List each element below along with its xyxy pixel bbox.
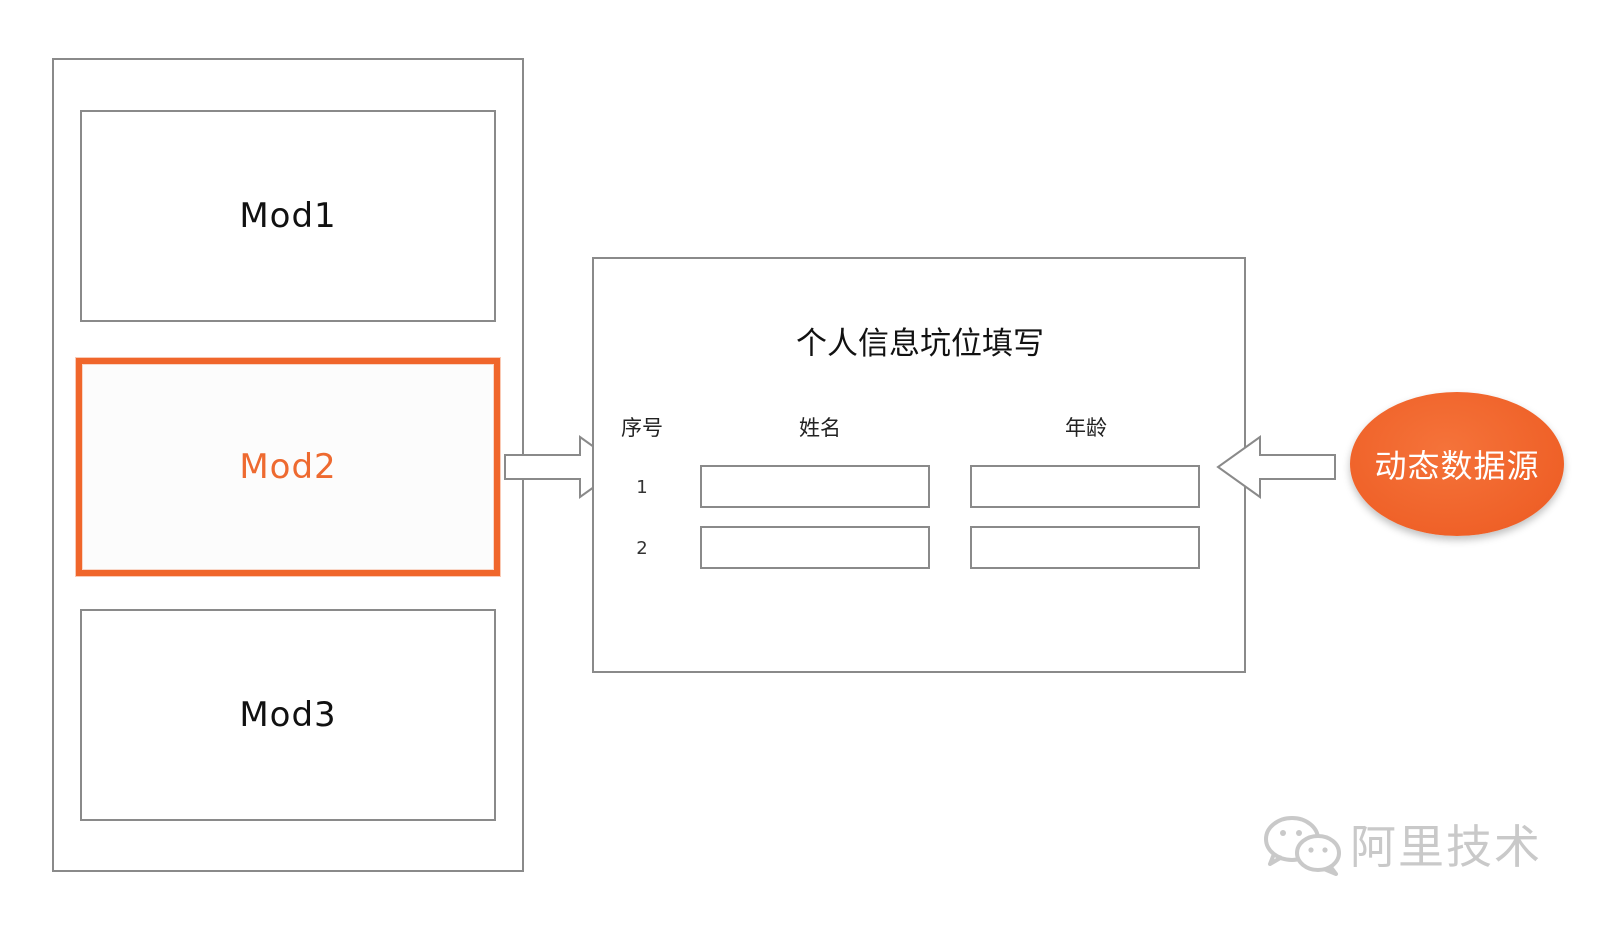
watermark-text: 阿里技术 bbox=[1350, 820, 1542, 874]
module-label-3: Mod3 bbox=[239, 695, 337, 735]
row-1-name-field[interactable] bbox=[700, 465, 930, 508]
watermark: 阿里技术 bbox=[1262, 812, 1542, 876]
column-header-index: 序号 bbox=[621, 416, 663, 440]
module-box-2-highlighted: Mod2 bbox=[76, 358, 500, 576]
row-index-2: 2 bbox=[636, 538, 648, 559]
form-title: 个人信息坑位填写 bbox=[796, 326, 1044, 362]
data-source-node: 动态数据源 bbox=[1350, 392, 1564, 536]
column-header-name: 姓名 bbox=[799, 416, 841, 440]
column-header-age: 年龄 bbox=[1065, 416, 1107, 440]
data-source-label: 动态数据源 bbox=[1374, 447, 1540, 485]
row-2-name-field[interactable] bbox=[700, 526, 930, 569]
left-arrow-icon bbox=[1216, 435, 1336, 499]
module-label-2: Mod2 bbox=[239, 447, 337, 487]
module-box-1: Mod1 bbox=[80, 110, 496, 322]
row-index-1: 1 bbox=[636, 477, 648, 498]
row-1-age-field[interactable] bbox=[970, 465, 1200, 508]
wechat-icon bbox=[1264, 816, 1341, 876]
row-2-age-field[interactable] bbox=[970, 526, 1200, 569]
module-box-3: Mod3 bbox=[80, 609, 496, 821]
module-label-1: Mod1 bbox=[239, 196, 337, 236]
